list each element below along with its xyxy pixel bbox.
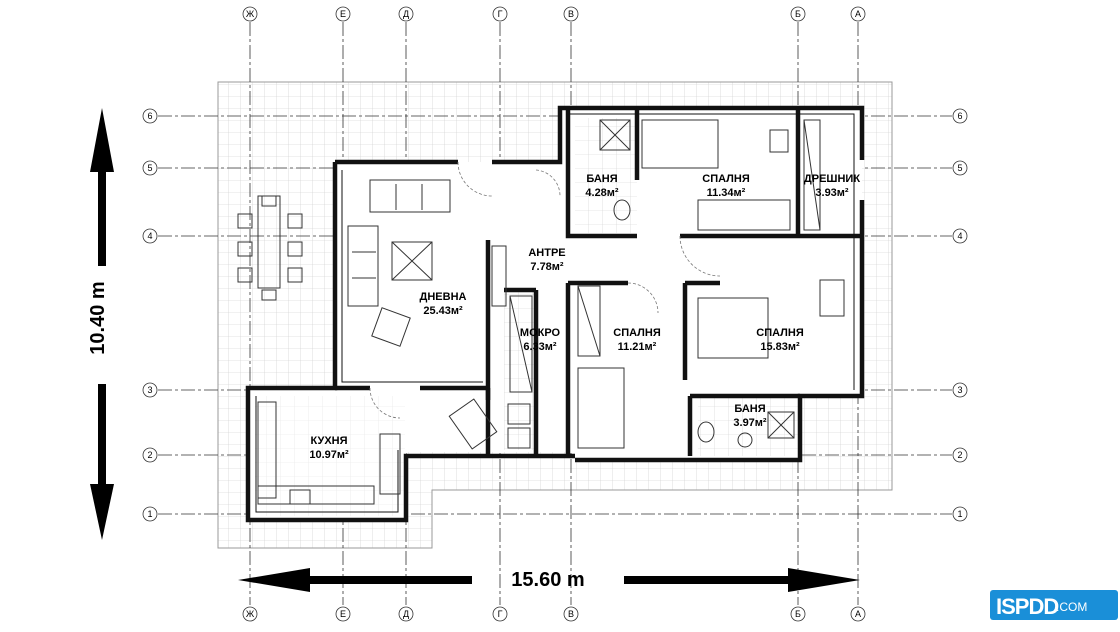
row-axis-label-left: 6	[147, 111, 152, 121]
room-name-dnevna: ДНЕВНА	[420, 291, 467, 303]
column-axis-label-bottom-circle	[242, 606, 258, 622]
column-axis-label-top-circle	[492, 6, 508, 22]
column-axis-label-top-circle	[398, 6, 414, 22]
site-logo: ISPDD .COM	[990, 590, 1118, 620]
room-name-banya1: БАНЯ	[586, 173, 617, 185]
row-axis-label-left: 4	[147, 231, 152, 241]
room-area-spalnya1: 11.34м²	[707, 187, 746, 199]
row-axis-label-left: 1	[147, 509, 152, 519]
column-axis-label-bottom: В	[568, 609, 574, 619]
room-labels: БАНЯ 4.28м² СПАЛНЯ 11.34м² ДРЕШНИК 3.93м² АНТР…	[309, 173, 860, 461]
column-axis-label-top: Е	[340, 9, 346, 19]
room-name-kuhnya: КУХНЯ	[310, 435, 347, 447]
row-axis-label-left-circle	[142, 160, 158, 176]
row-axis-label-left-circle	[142, 108, 158, 124]
room-area-kuhnya: 10.97м²	[309, 449, 349, 461]
row-axis-label-left-circle	[142, 228, 158, 244]
column-axis-label-top-circle	[242, 6, 258, 22]
room-name-spalnya3: СПАЛНЯ	[756, 327, 804, 339]
room-name-spalnya2: СПАЛНЯ	[613, 327, 661, 339]
room-area-dreshnik: 3.93м²	[815, 187, 849, 199]
column-axis-label-bottom-circle	[850, 606, 866, 622]
row-axis-label-right: 5	[957, 163, 962, 173]
furniture	[237, 119, 845, 505]
column-axis-markers: Ж Ж Е Е Д Д Г Г В В Б Б А А	[242, 6, 866, 622]
row-axis-label-right: 6	[957, 111, 962, 121]
column-axis-label-top-circle	[563, 6, 579, 22]
column-axis-label-top: В	[568, 9, 574, 19]
row-axis-label-left-circle	[142, 447, 158, 463]
row-axis-label-left-circle	[142, 382, 158, 398]
walls	[245, 105, 865, 523]
row-axis-label-right: 4	[957, 231, 962, 241]
room-area-spalnya3: 15.83м²	[760, 341, 800, 353]
column-axis-label-bottom: Г	[498, 609, 503, 619]
column-axis-label-bottom-circle	[492, 606, 508, 622]
row-axis-label-right-circle	[952, 447, 968, 463]
logo-domain-text: .COM	[1056, 600, 1088, 614]
room-area-dnevna: 25.43м²	[423, 305, 463, 317]
row-axis-label-left: 2	[147, 450, 152, 460]
column-axis-label-top-circle	[790, 6, 806, 22]
column-axis-label-top: Д	[403, 9, 409, 19]
interior-floor	[248, 108, 862, 520]
column-axis-label-bottom-circle	[790, 606, 806, 622]
row-axis-label-right-circle	[952, 160, 968, 176]
logo-main-text: ISPDD	[996, 594, 1059, 619]
column-axis-label-bottom-circle	[335, 606, 351, 622]
room-area-spalnya2: 11.21м²	[618, 341, 657, 353]
column-axis-label-top: Б	[795, 9, 801, 19]
row-axis-label-right: 2	[957, 450, 962, 460]
room-name-spalnya1: СПАЛНЯ	[702, 173, 750, 185]
row-axis-label-left: 3	[147, 385, 152, 395]
room-name-mokro: МОКРО	[520, 327, 561, 339]
row-axis-label-right: 3	[957, 385, 962, 395]
height-dimension-label: 10.40 m	[87, 281, 109, 354]
row-axis-markers: 6 6 5 5 4 4 3 3 2 2 1 1	[142, 108, 968, 522]
column-axis-label-bottom: Ж	[246, 609, 255, 619]
row-axis-label-left-circle	[142, 506, 158, 522]
column-axis-label-bottom: Д	[403, 609, 409, 619]
room-area-banya2: 3.97м²	[733, 417, 767, 429]
row-axis-label-right-circle	[952, 506, 968, 522]
row-axis-label-right: 1	[957, 509, 962, 519]
room-name-antre: АНТРЕ	[528, 247, 565, 259]
column-axis-label-bottom: А	[855, 609, 861, 619]
room-name-banya2: БАНЯ	[734, 403, 765, 415]
row-axis-label-right-circle	[952, 382, 968, 398]
column-axis-label-top-circle	[335, 6, 351, 22]
column-axis-label-top-circle	[850, 6, 866, 22]
wall-inner-lines	[255, 113, 855, 513]
room-area-banya1: 4.28м²	[585, 187, 619, 199]
door-swings	[369, 161, 721, 419]
column-axis-label-top: А	[855, 9, 861, 19]
dimension-height: 10.40 m	[87, 108, 114, 540]
room-area-mokro: 6.33м²	[523, 341, 557, 353]
row-axis-label-right-circle	[952, 228, 968, 244]
column-axis-label-top: Ж	[246, 9, 255, 19]
row-axis-label-left: 5	[147, 163, 152, 173]
column-axis-label-bottom: Б	[795, 609, 801, 619]
column-axis-label-bottom-circle	[398, 606, 414, 622]
row-axis-label-right-circle	[952, 108, 968, 124]
column-axis-label-bottom: Е	[340, 609, 346, 619]
column-axis-label-bottom-circle	[563, 606, 579, 622]
room-area-antre: 7.78м²	[530, 261, 564, 273]
room-name-dreshnik: ДРЕШНИК	[804, 173, 860, 185]
width-dimension-label: 15.60 m	[511, 569, 584, 591]
column-axis-label-top: Г	[498, 9, 503, 19]
dimension-width: 15.60 m	[238, 568, 860, 592]
